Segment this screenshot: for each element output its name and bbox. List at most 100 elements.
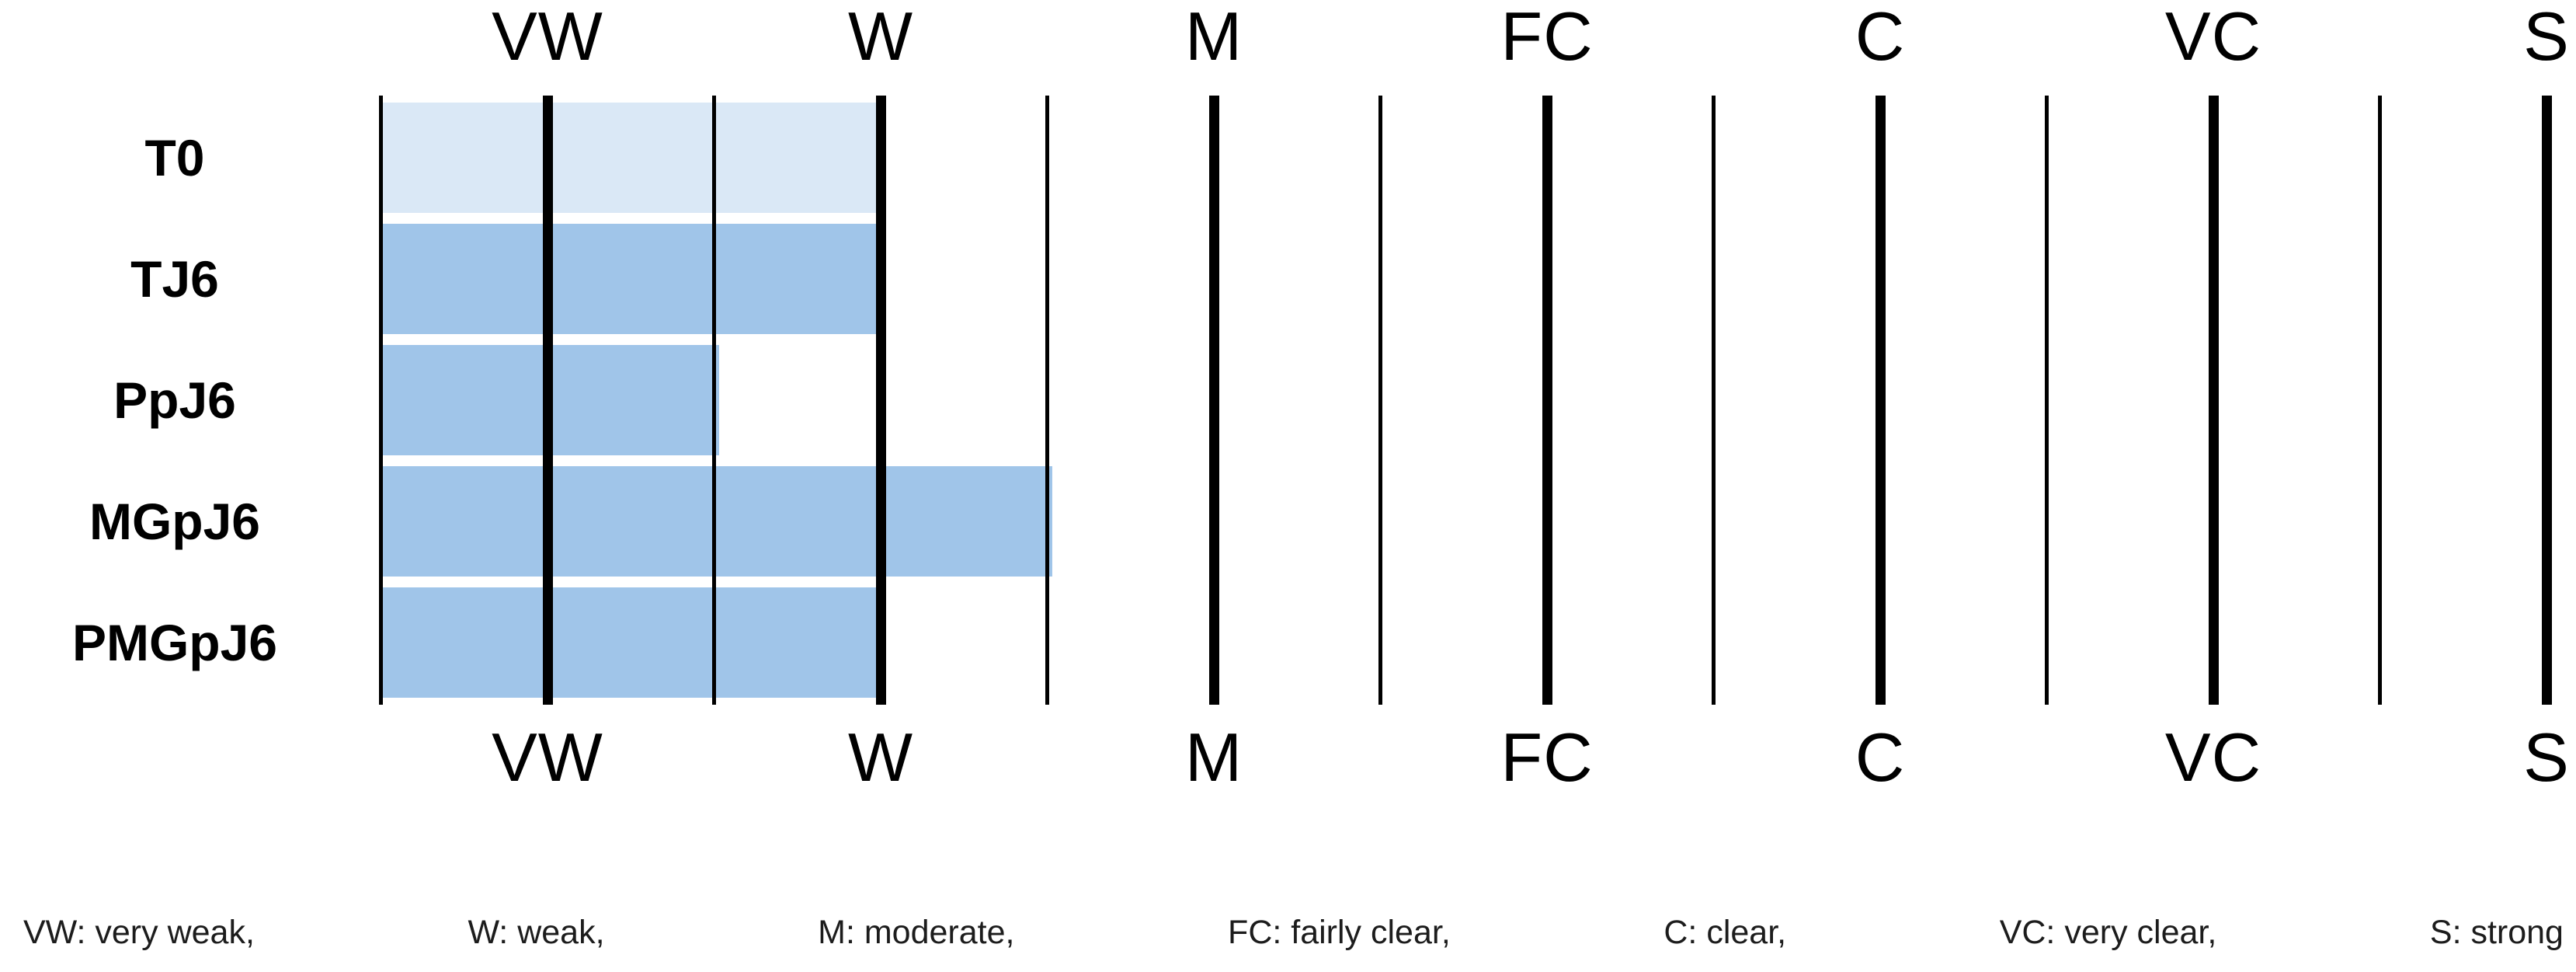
minor-tick-PpJ6-5.5 <box>2378 338 2382 462</box>
minor-tick-MGpJ6--0.5 <box>379 459 383 584</box>
row-label-T0: T0 <box>144 129 205 186</box>
minor-tick-MGpJ6-1.5 <box>1045 459 1049 584</box>
legend-item-1: W: weak, <box>468 913 605 951</box>
major-tick-T0-2 <box>1208 96 1219 220</box>
major-tick-MGpJ6-3 <box>1542 459 1552 584</box>
minor-tick-PpJ6-3.5 <box>1712 338 1716 462</box>
minor-tick-PMGpJ6-5.5 <box>2378 580 2382 705</box>
minor-tick-PpJ6--0.5 <box>379 338 383 462</box>
minor-tick-TJ6-2.5 <box>1378 217 1382 341</box>
major-tick-PpJ6-2 <box>1208 338 1219 462</box>
major-tick-T0-3 <box>1542 96 1552 220</box>
axis-top-label-FC: FC <box>1500 0 1594 75</box>
bar-T0 <box>381 103 885 213</box>
legend-item-4: C: clear, <box>1663 913 1787 951</box>
major-tick-TJ6-0 <box>542 217 553 341</box>
bar-PMGpJ6 <box>381 587 885 698</box>
axis-bottom-label-FC: FC <box>1500 719 1594 796</box>
major-tick-TJ6-2 <box>1208 217 1219 341</box>
major-tick-MGpJ6-5 <box>2208 459 2219 584</box>
major-tick-PpJ6-6 <box>2541 338 2552 462</box>
legend-item-0: VW: very weak, <box>23 913 255 951</box>
major-tick-PMGpJ6-4 <box>1875 580 1886 705</box>
minor-tick-MGpJ6-5.5 <box>2378 459 2382 584</box>
major-tick-T0-5 <box>2208 96 2219 220</box>
row-label-TJ6: TJ6 <box>130 250 219 308</box>
axis-bottom-label-C: C <box>1855 719 1906 796</box>
minor-tick-TJ6-1.5 <box>1045 217 1049 341</box>
minor-tick-TJ6-5.5 <box>2378 217 2382 341</box>
major-tick-PMGpJ6-0 <box>542 580 553 705</box>
axis-top-label-S: S <box>2523 0 2570 75</box>
minor-tick-T0-2.5 <box>1378 96 1382 220</box>
major-tick-TJ6-3 <box>1542 217 1552 341</box>
axis-top-label-VC: VC <box>2164 0 2262 75</box>
minor-tick-TJ6-0.5 <box>712 217 716 341</box>
minor-tick-MGpJ6-0.5 <box>712 459 716 584</box>
minor-tick-PpJ6-1.5 <box>1045 338 1049 462</box>
axis-top-label-VW: VW <box>492 0 603 75</box>
major-tick-MGpJ6-0 <box>542 459 553 584</box>
major-tick-TJ6-4 <box>1875 217 1886 341</box>
legend-item-3: FC: fairly clear, <box>1228 913 1451 951</box>
major-tick-T0-0 <box>542 96 553 220</box>
axis-top-label-C: C <box>1855 0 1906 75</box>
minor-tick-PpJ6-2.5 <box>1378 338 1382 462</box>
minor-tick-PMGpJ6-0.5 <box>712 580 716 705</box>
major-tick-T0-4 <box>1875 96 1886 220</box>
axis-bottom-label-VC: VC <box>2164 719 2262 796</box>
bar-TJ6 <box>381 224 885 334</box>
minor-tick-T0-3.5 <box>1712 96 1716 220</box>
minor-tick-MGpJ6-4.5 <box>2045 459 2049 584</box>
bar-MGpJ6 <box>381 466 1052 577</box>
axis-top-label-W: W <box>847 0 914 75</box>
minor-tick-PpJ6-0.5 <box>712 338 716 462</box>
minor-tick-PMGpJ6-4.5 <box>2045 580 2049 705</box>
axis-bottom-label-W: W <box>847 719 914 796</box>
major-tick-PpJ6-5 <box>2208 338 2219 462</box>
major-tick-T0-1 <box>875 96 886 220</box>
row-label-PMGpJ6: PMGpJ6 <box>71 614 278 671</box>
axis-bottom-label-M: M <box>1184 719 1243 796</box>
major-tick-PpJ6-0 <box>542 338 553 462</box>
major-tick-TJ6-1 <box>875 217 886 341</box>
major-tick-PMGpJ6-1 <box>875 580 886 705</box>
minor-tick-T0--0.5 <box>379 96 383 220</box>
row-label-PpJ6: PpJ6 <box>113 371 236 429</box>
major-tick-TJ6-6 <box>2541 217 2552 341</box>
minor-tick-PpJ6-4.5 <box>2045 338 2049 462</box>
major-tick-PpJ6-3 <box>1542 338 1552 462</box>
major-tick-TJ6-5 <box>2208 217 2219 341</box>
minor-tick-PMGpJ6-1.5 <box>1045 580 1049 705</box>
row-label-MGpJ6: MGpJ6 <box>89 493 261 550</box>
axis-bottom-label-VW: VW <box>492 719 603 796</box>
legend-item-2: M: moderate, <box>818 913 1015 951</box>
minor-tick-TJ6--0.5 <box>379 217 383 341</box>
major-tick-PMGpJ6-6 <box>2541 580 2552 705</box>
minor-tick-MGpJ6-3.5 <box>1712 459 1716 584</box>
major-tick-T0-6 <box>2541 96 2552 220</box>
major-tick-PMGpJ6-2 <box>1208 580 1219 705</box>
minor-tick-PMGpJ6--0.5 <box>379 580 383 705</box>
minor-tick-T0-5.5 <box>2378 96 2382 220</box>
minor-tick-TJ6-3.5 <box>1712 217 1716 341</box>
minor-tick-PMGpJ6-2.5 <box>1378 580 1382 705</box>
legend: VW: very weak, W: weak, M: moderate, FC: fa… <box>23 908 2564 957</box>
major-tick-MGpJ6-1 <box>875 459 886 584</box>
major-tick-PMGpJ6-3 <box>1542 580 1552 705</box>
minor-tick-PMGpJ6-3.5 <box>1712 580 1716 705</box>
minor-tick-T0-0.5 <box>712 96 716 220</box>
axis-bottom-label-S: S <box>2523 719 2570 796</box>
minor-tick-T0-1.5 <box>1045 96 1049 220</box>
axis-top-label-M: M <box>1184 0 1243 75</box>
minor-tick-T0-4.5 <box>2045 96 2049 220</box>
legend-item-6: S: strong <box>2429 913 2564 951</box>
major-tick-MGpJ6-6 <box>2541 459 2552 584</box>
legend-item-5: VC: very clear, <box>1999 913 2217 951</box>
major-tick-MGpJ6-2 <box>1208 459 1219 584</box>
minor-tick-MGpJ6-2.5 <box>1378 459 1382 584</box>
minor-tick-TJ6-4.5 <box>2045 217 2049 341</box>
major-tick-PMGpJ6-5 <box>2208 580 2219 705</box>
major-tick-MGpJ6-4 <box>1875 459 1886 584</box>
